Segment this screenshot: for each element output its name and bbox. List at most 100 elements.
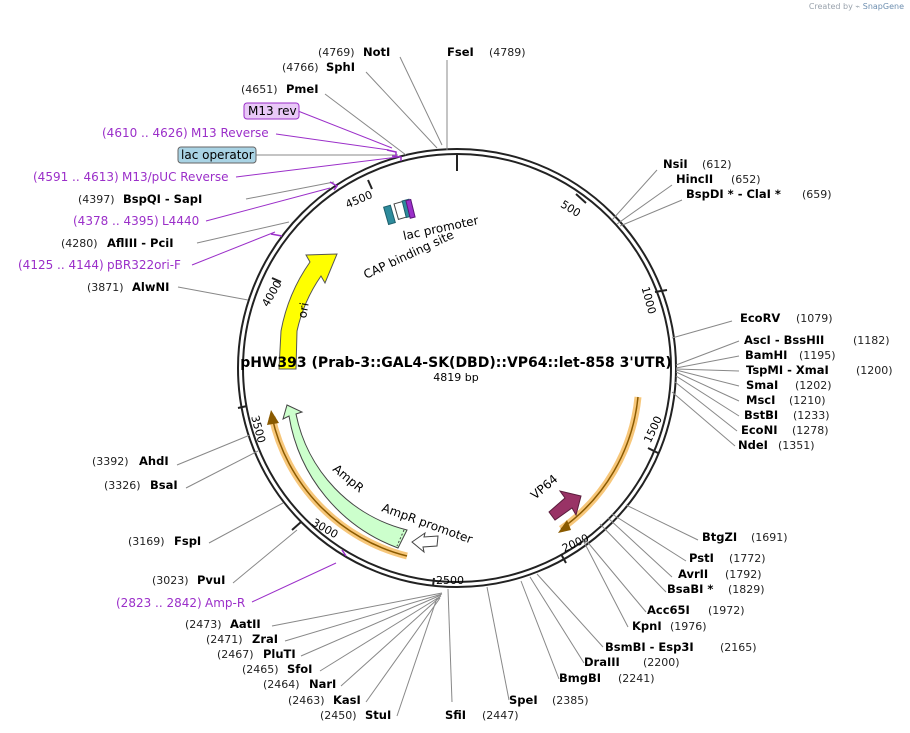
enzyme-noti[interactable]: NotI [363, 45, 390, 59]
enzyme-bmgbi[interactable]: BmgBI [559, 671, 601, 685]
pos-sfoi: (2465) [242, 663, 279, 676]
pos-ahdi: (3392) [92, 455, 129, 468]
pos-psti: (1772) [729, 552, 766, 565]
pos-afliii-pcii: (4280) [61, 237, 98, 250]
enzyme-afliii-pcii[interactable]: AflIII - PciI [107, 236, 174, 250]
enzyme-nari[interactable]: NarI [309, 677, 336, 691]
enzyme-aatii[interactable]: AatII [230, 617, 261, 631]
pos-bspdi-clai: (659) [802, 188, 832, 201]
primer-range-amp-r: (2823 .. 2842) [116, 596, 202, 610]
credit-prefix: Created by [808, 2, 853, 11]
ampr-orf-arrow [267, 410, 279, 425]
vp64-label: VP64 [528, 472, 561, 502]
primer-labels: (4610 .. 4626) M13 Reverse (4591 .. 4613… [18, 126, 269, 610]
pos-kasi: (2463) [288, 694, 325, 707]
enzyme-msci[interactable]: MscI [746, 393, 775, 407]
pos-smai: (1202) [795, 379, 832, 392]
pos-avrii: (1792) [725, 568, 762, 581]
right-leader-lines [446, 60, 740, 703]
tick-2500: 2500 [436, 574, 464, 587]
enzyme-zrai[interactable]: ZraI [252, 632, 278, 646]
m13-rev-feature[interactable] [405, 198, 416, 219]
enzyme-hincii[interactable]: HincII [676, 172, 713, 186]
pos-kpni: (1976) [670, 620, 707, 633]
enzyme-kasi[interactable]: KasI [333, 693, 361, 707]
pos-pvui: (3023) [152, 574, 189, 587]
enzyme-tspmi-xmai[interactable]: TspMI - XmaI [746, 363, 829, 377]
lac-operator-box-label: lac operator [181, 148, 254, 162]
pos-bamhi: (1195) [799, 349, 836, 362]
right-enzyme-labels: NsiI (612) HincII (652) BspDI * - ClaI *… [445, 45, 893, 722]
primer-l4440[interactable]: L4440 [162, 214, 199, 228]
enzyme-bsabi[interactable]: BsaBI * [667, 582, 713, 596]
plasmid-size: 4819 bp [433, 371, 478, 384]
enzyme-sfoi[interactable]: SfoI [287, 662, 312, 676]
enzyme-ecorv[interactable]: EcoRV [740, 311, 780, 325]
enzyme-avrii[interactable]: AvrII [678, 567, 708, 581]
enzyme-psti[interactable]: PstI [689, 551, 714, 565]
pos-draiii: (2200) [643, 656, 680, 669]
m13-rev-box-label: M13 rev [248, 104, 297, 118]
tick-4000: 4000 [259, 278, 284, 309]
enzyme-smai[interactable]: SmaI [746, 378, 778, 392]
pos-sphi: (4766) [282, 61, 319, 74]
m13-rev-box[interactable] [243, 102, 300, 120]
primer-m13-puc-reverse[interactable]: M13/pUC Reverse [122, 170, 229, 184]
ampr-feature[interactable] [282, 404, 408, 549]
enzyme-acc65i[interactable]: Acc65I [647, 603, 690, 617]
enzyme-fsei[interactable]: FseI [447, 45, 474, 59]
tick-4500: 4500 [344, 188, 375, 211]
vp64-orf-line [560, 396, 639, 530]
left-leader-lines [176, 56, 443, 717]
enzyme-bspdi-clai[interactable]: BspDI * - ClaI * [686, 187, 781, 201]
pos-stui: (2450) [320, 709, 357, 722]
enzyme-pmei[interactable]: PmeI [286, 82, 319, 96]
enzyme-asci-bsshii[interactable]: AscI - BssHII [744, 333, 824, 347]
enzyme-stui[interactable]: StuI [365, 708, 391, 722]
enzyme-pvui[interactable]: PvuI [197, 573, 225, 587]
enzyme-pluti[interactable]: PluTI [263, 647, 296, 661]
enzyme-bsmbi-esp3i[interactable]: BsmBI - Esp3I [605, 640, 694, 654]
enzyme-alwni[interactable]: AlwNI [132, 280, 169, 294]
enzyme-btgzi[interactable]: BtgZI [702, 530, 737, 544]
pos-hincii: (652) [731, 173, 761, 186]
primer-pbr322ori-f[interactable]: pBR322ori-F [107, 258, 181, 272]
pos-bsmbi-esp3i: (2165) [720, 641, 757, 654]
enzyme-nsii[interactable]: NsiI [663, 157, 688, 171]
enzyme-bstbi[interactable]: BstBI [744, 408, 778, 422]
cap-binding-site-feature[interactable] [383, 204, 396, 226]
enzyme-spei[interactable]: SpeI [509, 693, 538, 707]
pos-nari: (2464) [263, 678, 300, 691]
enzyme-ahdi[interactable]: AhdI [139, 454, 169, 468]
enzyme-sphi[interactable]: SphI [326, 60, 355, 74]
vp64-feature[interactable] [548, 490, 582, 521]
lac-operator-box[interactable] [177, 146, 257, 164]
pos-pmei: (4651) [241, 83, 278, 96]
pos-fsei: (4789) [489, 46, 526, 59]
snapgene-credit: Created by ⌁ SnapGene [809, 2, 904, 11]
left-enzyme-labels: (4769) NotI (4766) SphI (4651) PmeI (439… [61, 45, 391, 722]
pos-bsai: (3326) [104, 479, 141, 492]
pos-sfii: (2447) [482, 709, 519, 722]
enzyme-bsai[interactable]: BsaI [150, 478, 178, 492]
pos-msci: (1210) [789, 394, 826, 407]
enzyme-sfii[interactable]: SfiI [445, 708, 466, 722]
ori-feature[interactable] [278, 253, 338, 370]
ampr-promoter-feature[interactable] [411, 531, 439, 554]
enzyme-bamhi[interactable]: BamHI [745, 348, 787, 362]
pos-asci-bsshii: (1182) [853, 334, 890, 347]
primer-amp-r[interactable]: Amp-R [205, 596, 245, 610]
pos-bsabi: (1829) [728, 583, 765, 596]
pos-nsii: (612) [702, 158, 732, 171]
enzyme-econi[interactable]: EcoNI [741, 423, 777, 437]
enzyme-kpni[interactable]: KpnI [632, 619, 662, 633]
enzyme-draiii[interactable]: DraIII [584, 655, 620, 669]
primer-marks [270, 149, 402, 557]
pos-spei: (2385) [552, 694, 589, 707]
tick-500: 500 [558, 198, 583, 220]
primer-m13-reverse[interactable]: M13 Reverse [191, 126, 269, 140]
enzyme-fspi[interactable]: FspI [174, 534, 201, 548]
enzyme-ndei[interactable]: NdeI [738, 438, 768, 452]
enzyme-bspqi-sapi[interactable]: BspQI - SapI [123, 192, 202, 206]
